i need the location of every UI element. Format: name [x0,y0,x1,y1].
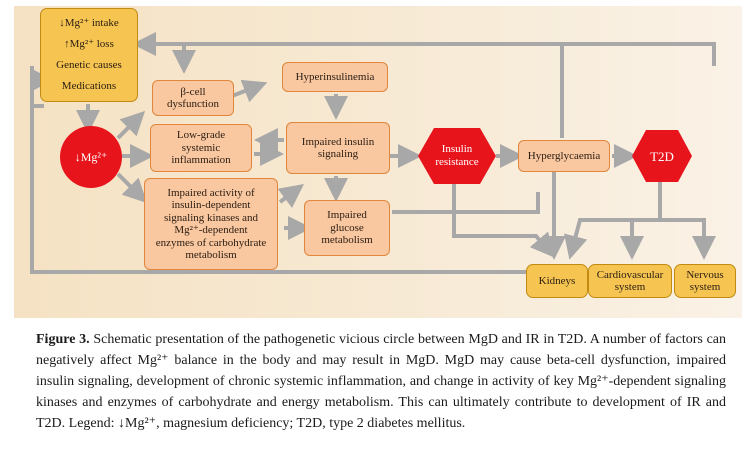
genetic-causes-label: Genetic causes [56,59,122,72]
inflammation-line-2: systemic [181,141,221,154]
arrow-glucose-to-hyper [392,192,540,214]
signaling-line-2: signaling [317,148,359,160]
impaired-insulin-signaling-node: Impaired insulin signaling [286,122,390,174]
beta-cell-line-1: β-cell [180,85,206,98]
insulin-resistance-line-1: Insulin [441,143,473,155]
impaired-kinase-activity-node: Impaired activity of insulin-dependent s… [144,178,278,270]
inflammation-line-1: Low-grade [176,129,226,142]
beta-cell-line-2: dysfunction [167,98,219,110]
arrow-kinase-to-signaling [277,184,304,208]
systemic-inflammation-node: Low-grade systemic inflammation [150,124,252,172]
medications-label: Medications [61,80,117,93]
glucose-line-1: Impaired [327,209,367,222]
arrows [30,32,716,274]
glucose-line-2: glucose [330,221,364,234]
inflammation-line-3: inflammation [171,154,231,167]
figure-label: Figure 3. [36,332,90,347]
mg-deficiency-node: ↓Mg²⁺ [60,126,122,188]
arrow-t2d-to-nervous [660,218,716,260]
kinase-line-3: signaling kinases and [163,211,259,224]
kinase-line-1: Impaired activity of [167,186,255,199]
arrow-mg-to-beta [116,110,146,140]
risk-factors-box: ↓Mg²⁺ intake ↑Mg²⁺ loss Genetic causes M… [40,8,138,102]
insulin-resistance-line-2: resistance [435,156,479,168]
mg-deficiency-label: ↓Mg²⁺ [74,149,108,164]
hyperinsulinemia-label: Hyperinsulinemia [295,70,375,83]
nervous-line-1: Nervous [686,268,724,281]
impaired-glucose-metabolism-node: Impaired glucose metabolism [304,200,390,256]
kinase-line-4: Mg²⁺-dependent [174,224,248,236]
kinase-line-6: metabolism [185,249,237,261]
figure-caption: Figure 3. Schematic presentation of the … [36,329,726,434]
signaling-line-1: Impaired insulin [301,135,375,148]
t2d-hexagon [632,130,692,182]
t2d-label: T2D [650,148,674,164]
kinase-line-5: enzymes of carbohydrate [155,236,267,249]
arrow-mg-to-kinase [116,172,148,204]
mg-loss-label: ↑Mg²⁺ loss [64,38,114,51]
hyperinsulinemia-node: Hyperinsulinemia [282,62,388,92]
insulin-resistance-node: Insulin resistance [418,128,496,184]
caption-text: Schematic presentation of the pathogenet… [36,332,726,431]
nervous-line-2: system [689,281,721,293]
kinase-line-2: insulin-dependent [171,199,251,211]
t2d-node: T2D [632,130,692,182]
cardiovascular-line-1: Cardiovascular [596,268,664,281]
cardiovascular-system-node: Cardiovascular system [588,264,672,298]
glucose-line-3: metabolism [321,234,373,247]
cardiovascular-line-2: system [614,281,646,293]
diagram-panel: ↓Mg²⁺ intake ↑Mg²⁺ loss Genetic causes M… [14,6,742,318]
kidneys-node: Kidneys [526,264,588,298]
arrow-top-right [562,42,716,66]
insulin-resistance-hexagon [418,128,496,184]
arrow-beta-to-hyper [231,79,268,103]
beta-cell-dysfunction-node: β-cell dysfunction [152,80,234,116]
hyperglycaemia-label: Hyperglycaemia [527,149,601,162]
mg-intake-label: ↓Mg²⁺ intake [59,17,119,30]
kidneys-label: Kidneys [538,274,576,287]
arrow-t2d-to-kidneys [564,182,662,260]
nervous-system-node: Nervous system [674,264,736,298]
hyperglycaemia-node: Hyperglycaemia [518,140,610,172]
